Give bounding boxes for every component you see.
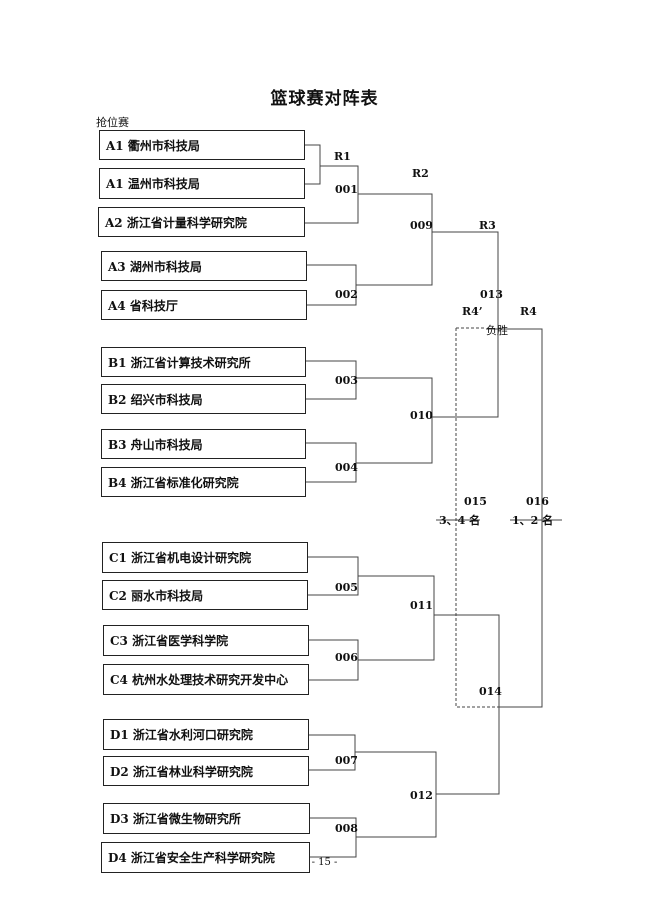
- match-009-label: 009: [410, 219, 433, 232]
- r1-connector: [305, 144, 321, 185]
- match-016-label: 016: [526, 495, 549, 508]
- team-b1: B1 浙江省计算技术研究所: [101, 347, 306, 377]
- place-3-4-label: 3、4 名: [439, 514, 481, 527]
- team-b3: B3 舟山市科技局: [101, 429, 306, 459]
- m013-connector: [432, 231, 499, 418]
- team-b4: B4 浙江省标准化研究院: [101, 467, 306, 497]
- match-004-label: 004: [335, 461, 358, 474]
- m014-connector: [434, 614, 500, 795]
- match-007-label: 007: [335, 754, 358, 767]
- team-b2: B2 绍兴市科技局: [101, 384, 306, 414]
- match-014-label: 014: [479, 685, 502, 698]
- match-011-label: 011: [410, 599, 433, 612]
- team-c4: C4 杭州水处理技术研究开发中心: [103, 664, 309, 695]
- round-r4p-label: R4’: [462, 305, 483, 318]
- round-r2-label: R2: [412, 167, 429, 180]
- round-r1-label: R1: [334, 150, 351, 163]
- m015-dashed-connector: [455, 327, 499, 708]
- round-r3-label: R3: [479, 219, 496, 232]
- match-013-label: 013: [480, 288, 503, 301]
- m003-connector: [306, 360, 357, 400]
- team-d2: D2 浙江省林业科学研究院: [103, 756, 309, 786]
- team-a4: A4 省科技厅: [101, 290, 307, 320]
- match-002-label: 002: [335, 288, 358, 301]
- team-c2: C2 丽水市科技局: [102, 580, 308, 610]
- round-r4-label: R4: [520, 305, 537, 318]
- page-number: - 15 -: [311, 857, 338, 868]
- team-a1-wenzhou: A1 温州市科技局: [99, 168, 305, 199]
- place-1-2-label: 1、2 名: [512, 514, 554, 527]
- team-c1: C1 浙江省机电设计研究院: [102, 542, 308, 573]
- team-a3: A3 湖州市科技局: [101, 251, 307, 281]
- match-001-label: 001: [335, 183, 358, 196]
- m016-connector: [486, 328, 543, 708]
- m011-connector: [358, 575, 435, 661]
- loser-winner-annotation: 负胜: [486, 324, 508, 337]
- match-012-label: 012: [410, 789, 433, 802]
- team-d4: D4 浙江省安全生产科学研究院: [101, 842, 310, 873]
- team-c3: C3 浙江省医学科学院: [103, 625, 309, 656]
- page-title: 篮球赛对阵表: [270, 89, 379, 109]
- team-d1: D1 浙江省水利河口研究院: [103, 719, 309, 750]
- match-003-label: 003: [335, 374, 358, 387]
- m009-connector: [356, 193, 433, 286]
- match-006-label: 006: [335, 651, 358, 664]
- team-d3: D3 浙江省微生物研究所: [103, 803, 310, 834]
- match-010-label: 010: [410, 409, 433, 422]
- team-a2: A2 浙江省计量科学研究院: [98, 207, 305, 237]
- m010-connector: [356, 377, 433, 464]
- match-008-label: 008: [335, 822, 358, 835]
- match-005-label: 005: [335, 581, 358, 594]
- page-subtitle: 抢位赛: [96, 116, 129, 129]
- team-a1-quzhou: A1 衢州市科技局: [99, 130, 305, 160]
- match-015-label: 015: [464, 495, 487, 508]
